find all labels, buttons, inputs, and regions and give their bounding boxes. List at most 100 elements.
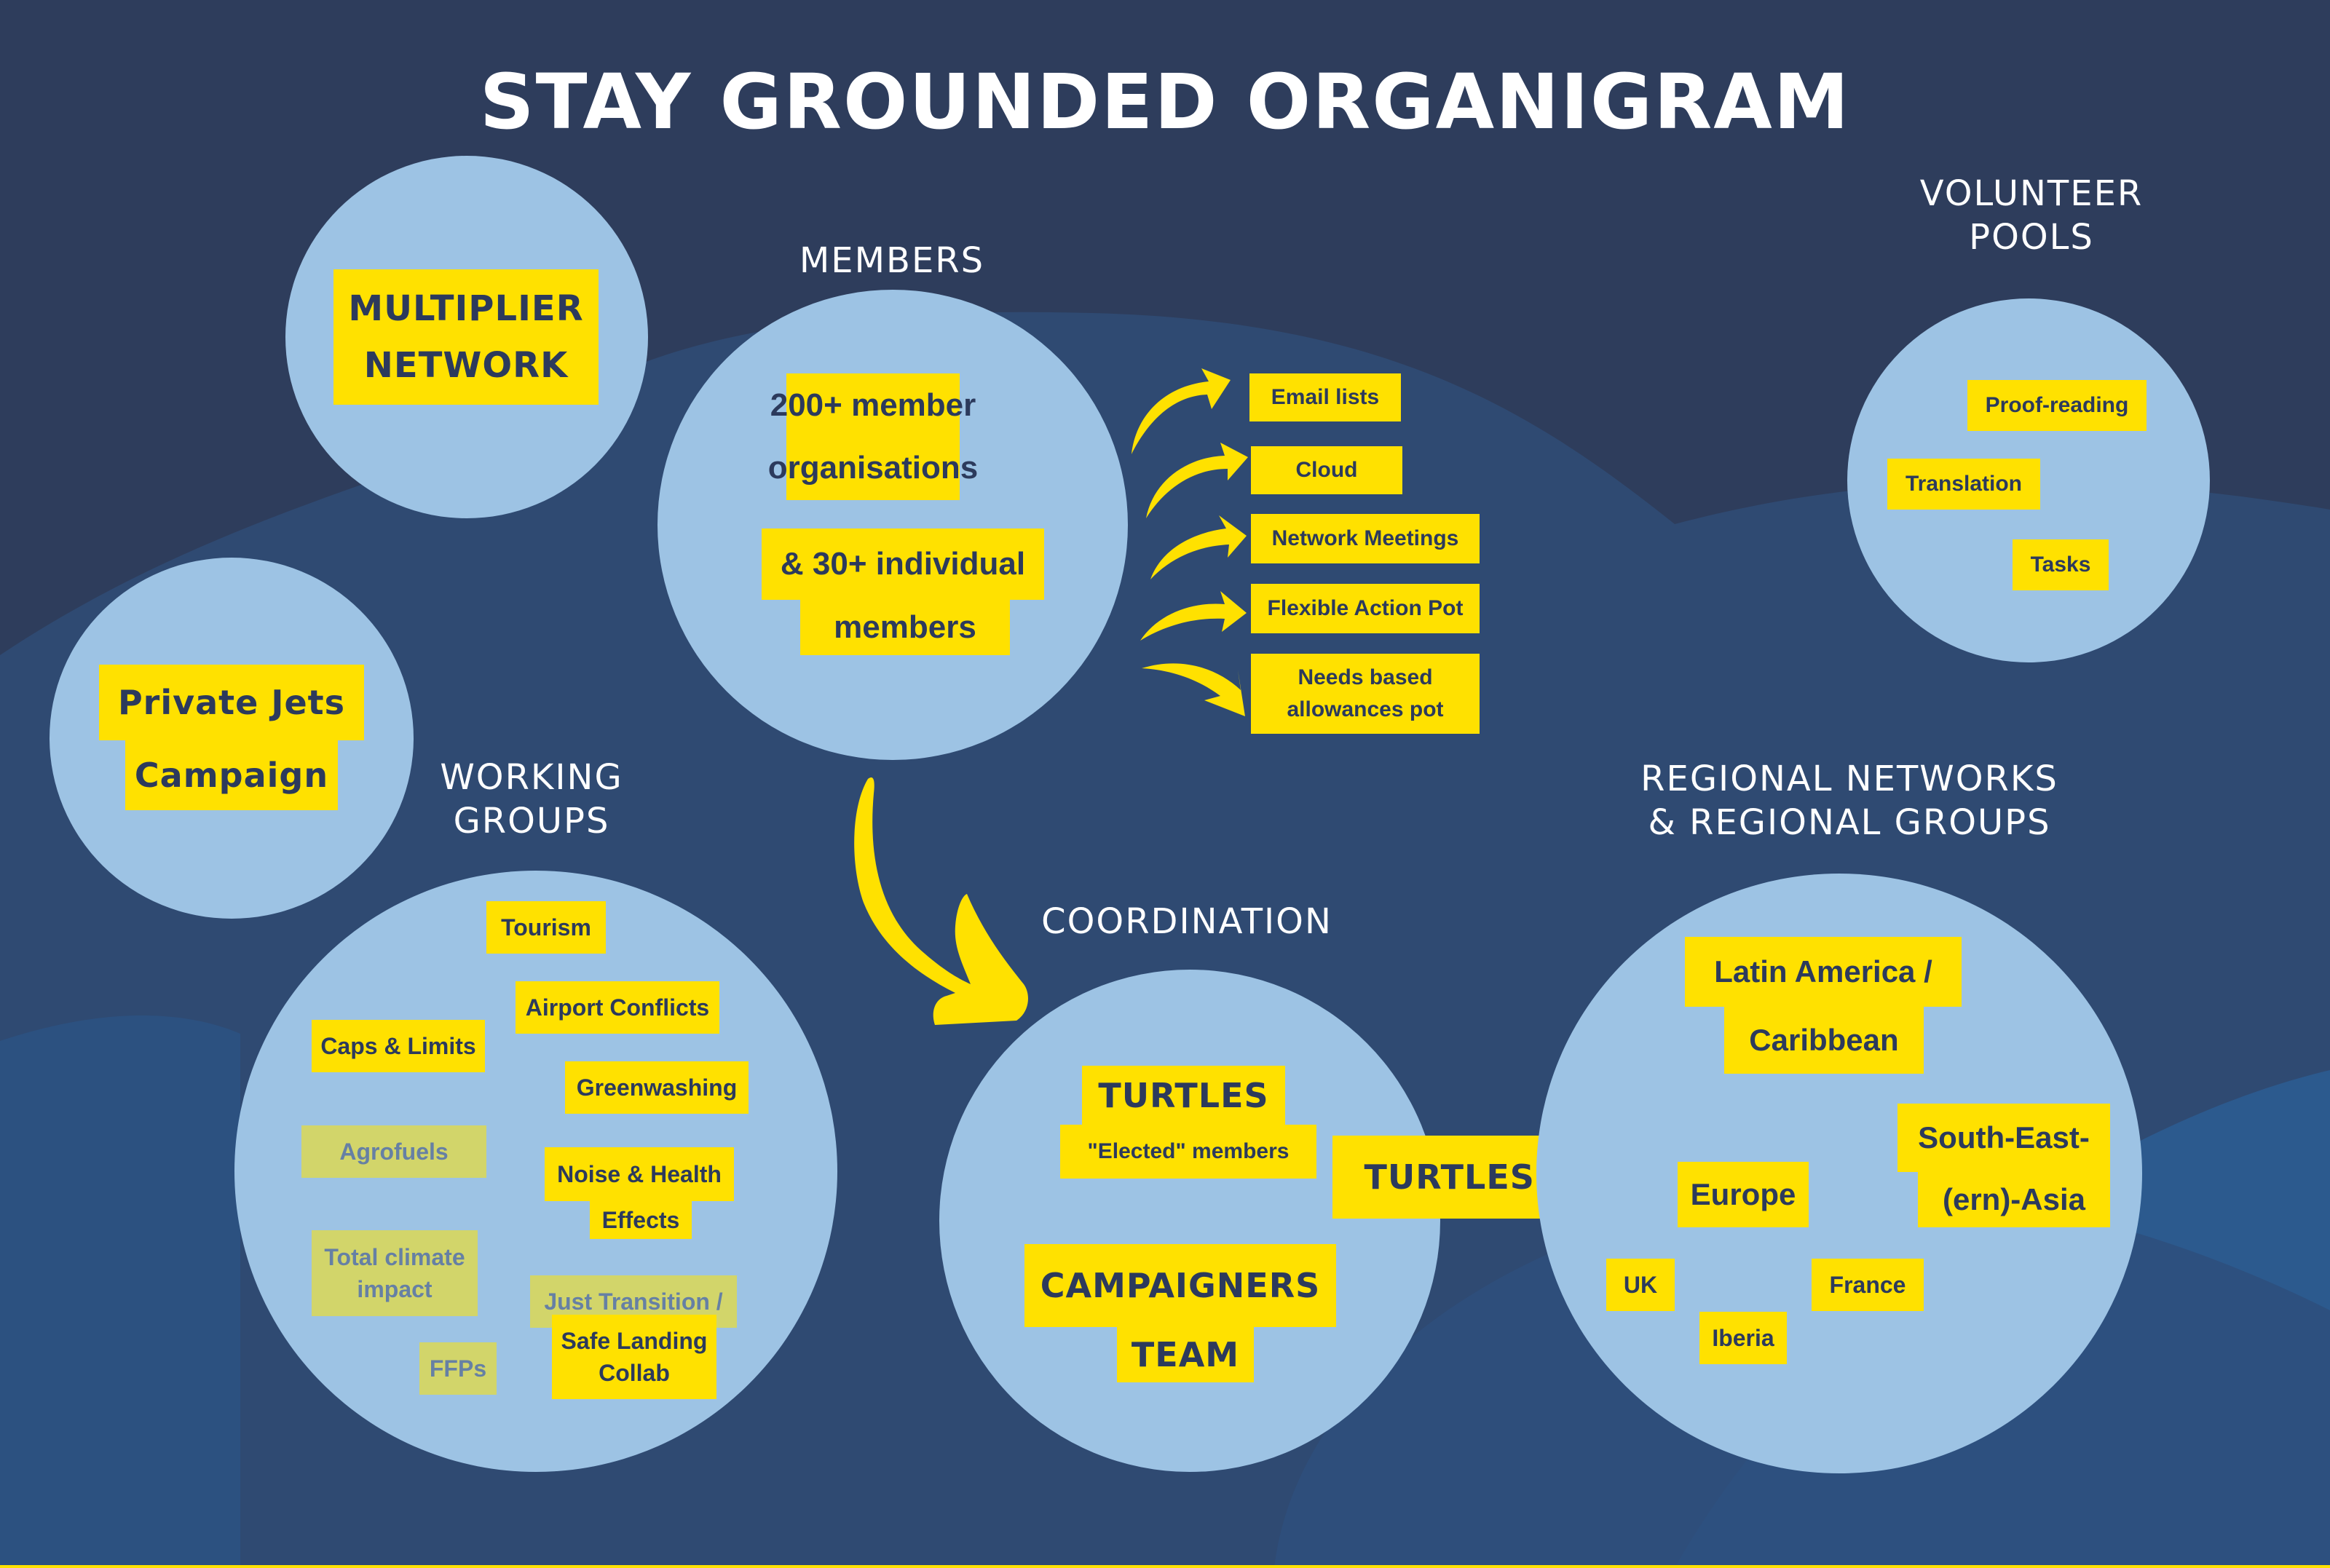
- private-jets-tag-line1: Private Jets: [99, 665, 364, 740]
- wg-greenwashing: Greenwashing: [565, 1061, 749, 1114]
- turtles-title: TURTLES: [1082, 1066, 1285, 1125]
- resource-network-meetings: Network Meetings: [1251, 514, 1480, 563]
- wg-just-transition-label: Just Transition /: [544, 1288, 723, 1315]
- wg-total-climate-impact: Total climate impact: [312, 1230, 478, 1316]
- resource-cloud: Cloud: [1251, 446, 1402, 494]
- volunteer-item-proof-reading: Proof-reading: [1967, 380, 2147, 431]
- turtles-elected-members: "Elected" members: [1060, 1125, 1316, 1179]
- region-france: France: [1812, 1259, 1924, 1311]
- wg-noise-health-line1: Noise & Health: [545, 1147, 734, 1201]
- wg-noise-health-line2: Effects: [590, 1201, 692, 1239]
- france-label: France: [1829, 1271, 1906, 1298]
- region-uk: UK: [1606, 1259, 1675, 1311]
- south-east-label: South-East-: [1918, 1120, 2090, 1155]
- page-title: STAY GROUNDED ORGANIGRAM: [479, 58, 1851, 146]
- wg-noise-health-label: Noise & Health: [557, 1160, 722, 1187]
- members-to-coordination-arrow: [854, 777, 1028, 1025]
- resource-arrows: [1132, 368, 1248, 716]
- resource-flexible-action-pot: Flexible Action Pot: [1251, 584, 1480, 633]
- asia-tag-line1: South-East-: [1897, 1104, 2110, 1172]
- arrow-to-allowances-pot: [1142, 663, 1245, 716]
- tasks-label: Tasks: [2030, 553, 2091, 577]
- volunteer-pools-label: VOLUNTEER POOLS: [1849, 172, 2214, 259]
- allowances-pot-line-2: allowances pot: [1287, 697, 1444, 721]
- campaigners-team-line2: TEAM: [1117, 1327, 1254, 1382]
- volunteer-item-translation: Translation: [1887, 459, 2040, 510]
- multiplier-network-tag: MULTIPLIER NETWORK: [333, 269, 599, 405]
- wg-agrofuels-label: Agrofuels: [339, 1138, 449, 1165]
- europe-label: Europe: [1690, 1177, 1796, 1211]
- wg-caps-limits: Caps & Limits: [312, 1020, 485, 1072]
- members-org-line-1: 200+ member: [770, 387, 976, 423]
- resource-email-lists: Email lists: [1249, 373, 1401, 421]
- wg-airport-conflicts-label: Airport Conflicts: [525, 994, 710, 1021]
- cloud-label: Cloud: [1295, 458, 1358, 482]
- working-groups-label-line-1: WORKING: [440, 757, 623, 798]
- wave-left-low: [0, 1015, 240, 1568]
- arrow-to-action-pot: [1140, 591, 1247, 641]
- members-organisations-tag: 200+ member organisations: [768, 373, 978, 500]
- wg-total-climate-line-1: Total climate: [324, 1244, 465, 1270]
- working-groups-label: WORKING GROUPS: [408, 756, 655, 843]
- private-jets-line-1: Private Jets: [117, 683, 346, 722]
- volunteer-pools-label-line-2: POOLS: [1969, 217, 2094, 258]
- caribbean-label: Caribbean: [1749, 1023, 1899, 1057]
- private-jets-line-2: Campaign: [134, 756, 329, 795]
- regional-label-line-2: & REGIONAL GROUPS: [1648, 802, 2051, 843]
- latin-america-tag-line2: Caribbean: [1724, 1007, 1924, 1074]
- elected-members-label: "Elected" members: [1087, 1139, 1290, 1163]
- uk-label: UK: [1623, 1271, 1658, 1298]
- iberia-label: Iberia: [1712, 1324, 1774, 1351]
- flexible-action-pot-label: Flexible Action Pot: [1267, 596, 1464, 620]
- campaigners-label: CAMPAIGNERS: [1040, 1266, 1321, 1305]
- regional-label-line-1: REGIONAL NETWORKS: [1640, 759, 2058, 799]
- members-circle: [657, 290, 1128, 760]
- ern-asia-label: (ern)-Asia: [1942, 1182, 2086, 1216]
- coordination-label: COORDINATION: [1041, 901, 1332, 942]
- regional-networks-label: REGIONAL NETWORKS & REGIONAL GROUPS: [1558, 757, 2141, 844]
- private-jets-tag-line2: Campaign: [125, 740, 338, 810]
- region-iberia: Iberia: [1699, 1312, 1787, 1364]
- allowances-pot-line-1: Needs based: [1298, 665, 1433, 689]
- members-label: MEMBERS: [799, 240, 985, 281]
- members-ind-line-2: members: [834, 609, 976, 645]
- working-groups-label-line-2: GROUPS: [453, 801, 610, 842]
- wg-agrofuels: Agrofuels: [301, 1125, 486, 1178]
- wg-airport-conflicts: Airport Conflicts: [516, 981, 719, 1034]
- curved-arrow-icon: [854, 777, 1028, 1025]
- wg-safe-landing-line-1: Safe Landing: [561, 1328, 708, 1354]
- wg-tourism-label: Tourism: [501, 914, 591, 941]
- wg-ffps-label: FFPs: [429, 1355, 487, 1382]
- wg-greenwashing-label: Greenwashing: [576, 1074, 738, 1101]
- email-lists-label: Email lists: [1271, 385, 1380, 409]
- wg-effects-label: Effects: [601, 1206, 680, 1233]
- campaigners-team-line1: CAMPAIGNERS: [1024, 1244, 1336, 1327]
- coordination-circle: [939, 970, 1440, 1472]
- team-label: TEAM: [1131, 1335, 1240, 1374]
- multiplier-line-2: NETWORK: [363, 345, 569, 386]
- wg-caps-limits-label: Caps & Limits: [320, 1032, 476, 1059]
- arrow-to-network-meetings: [1150, 515, 1247, 579]
- volunteer-pools-label-line-1: VOLUNTEER: [1919, 173, 2144, 214]
- members-individuals-tag-line2: members: [800, 600, 1010, 655]
- wg-ffps: FFPs: [419, 1342, 497, 1395]
- wg-tourism: Tourism: [486, 901, 606, 954]
- latin-america-tag-line1: Latin America /: [1685, 937, 1962, 1007]
- volunteer-item-tasks: Tasks: [2013, 539, 2109, 590]
- proof-reading-label: Proof-reading: [1985, 393, 2129, 417]
- turtles-label: TURTLES: [1098, 1076, 1269, 1115]
- network-meetings-label: Network Meetings: [1271, 526, 1459, 550]
- asia-tag-line2: (ern)-Asia: [1918, 1172, 2110, 1227]
- wg-safe-landing-line-2: Collab: [599, 1360, 670, 1386]
- multiplier-line-1: MULTIPLIER: [348, 288, 584, 329]
- wg-safe-landing: Safe Landing Collab: [552, 1315, 716, 1399]
- region-europe: Europe: [1678, 1162, 1809, 1227]
- resource-allowances-pot: Needs based allowances pot: [1251, 654, 1480, 734]
- members-org-line-2: organisations: [767, 450, 979, 486]
- wg-total-climate-line-2: impact: [357, 1276, 433, 1302]
- arrow-to-cloud: [1146, 443, 1248, 518]
- arrow-to-email-lists: [1132, 368, 1231, 454]
- members-individuals-tag-line1: & 30+ individual: [762, 528, 1044, 600]
- bottom-accent-bar: [0, 1565, 2330, 1568]
